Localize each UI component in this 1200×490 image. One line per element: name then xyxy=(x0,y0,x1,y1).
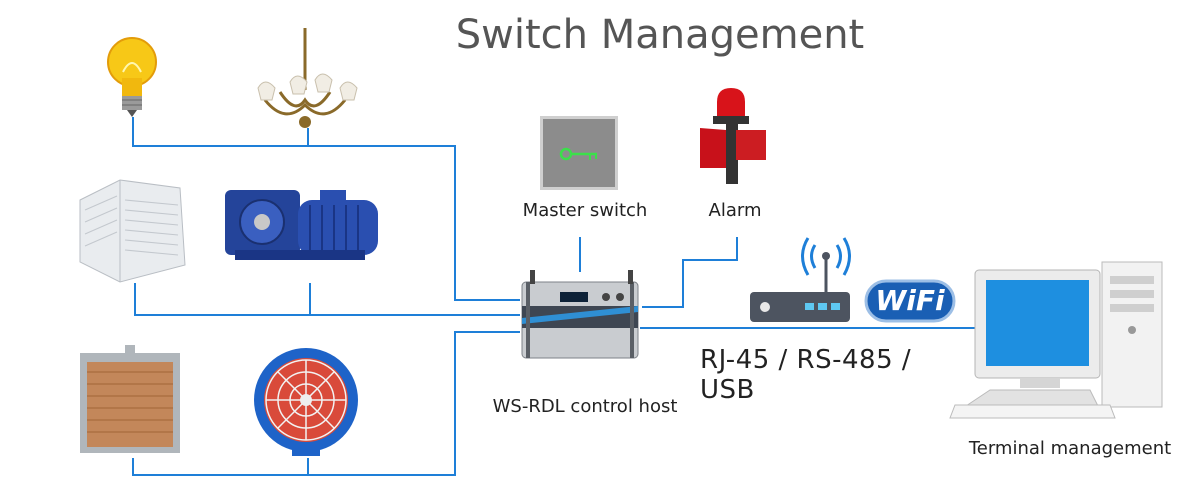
wifi-badge-text: WiFi xyxy=(875,284,945,317)
control-host-icon xyxy=(521,270,639,359)
alarm-siren-icon xyxy=(700,88,766,184)
wifi-badge-icon xyxy=(864,279,956,323)
key-switch-icon xyxy=(540,116,618,190)
line-alarm xyxy=(642,237,738,308)
diagram-title: Switch Management xyxy=(455,12,865,58)
air-cooler-icon xyxy=(79,179,186,283)
master-switch-label: Master switch xyxy=(522,200,648,221)
motor-icon xyxy=(225,190,378,260)
terminal-management-label: Terminal management xyxy=(968,438,1172,459)
router-icon xyxy=(750,237,851,322)
cooling-pad-icon xyxy=(80,345,180,453)
light-bulb-icon xyxy=(107,37,157,117)
line-cooler-motor xyxy=(134,283,520,316)
alarm-label: Alarm xyxy=(708,200,762,221)
control-host-label: WS-RDL control host xyxy=(492,396,678,417)
exhaust-fan-icon xyxy=(254,348,358,456)
line-lights xyxy=(132,117,520,301)
line-pad-fan xyxy=(132,331,520,476)
computer-icon xyxy=(949,261,1163,419)
connection-types-label: RJ-45 / RS-485 / USB xyxy=(700,345,912,405)
chandelier-icon xyxy=(257,28,358,128)
connection-lines xyxy=(132,117,975,476)
